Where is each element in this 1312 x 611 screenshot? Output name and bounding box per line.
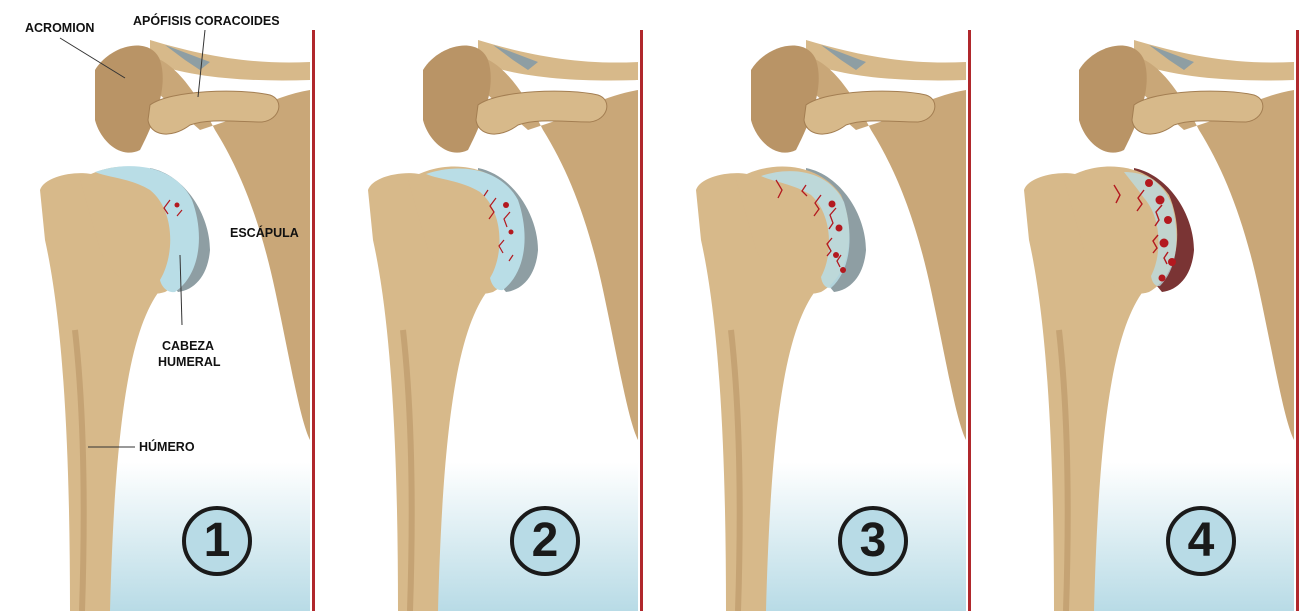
label-humerus: HÚMERO	[139, 440, 195, 455]
panel-divider	[968, 30, 971, 611]
acromion	[423, 46, 491, 153]
acromion	[1079, 46, 1147, 153]
label-humeral-head-line2: HUMERAL	[158, 355, 221, 370]
acromion	[751, 46, 819, 153]
label-leader-lines	[0, 0, 328, 611]
stage-number-2: 2	[520, 512, 570, 570]
stage-panel-2: 2	[328, 0, 656, 611]
stage-panel-3: 3	[656, 0, 984, 611]
stage-panel-4: 4	[984, 0, 1312, 611]
label-humeral-head-line1: CABEZA	[162, 339, 214, 354]
panel-divider	[1296, 30, 1299, 611]
label-scapula: ESCÁPULA	[230, 226, 299, 241]
panel-divider	[640, 30, 643, 611]
stage-number-4: 4	[1176, 512, 1226, 570]
stage-number-3: 3	[848, 512, 898, 570]
label-coracoid-process: APÓFISIS CORACOIDES	[133, 14, 280, 29]
label-acromion: ACROMION	[25, 21, 94, 36]
